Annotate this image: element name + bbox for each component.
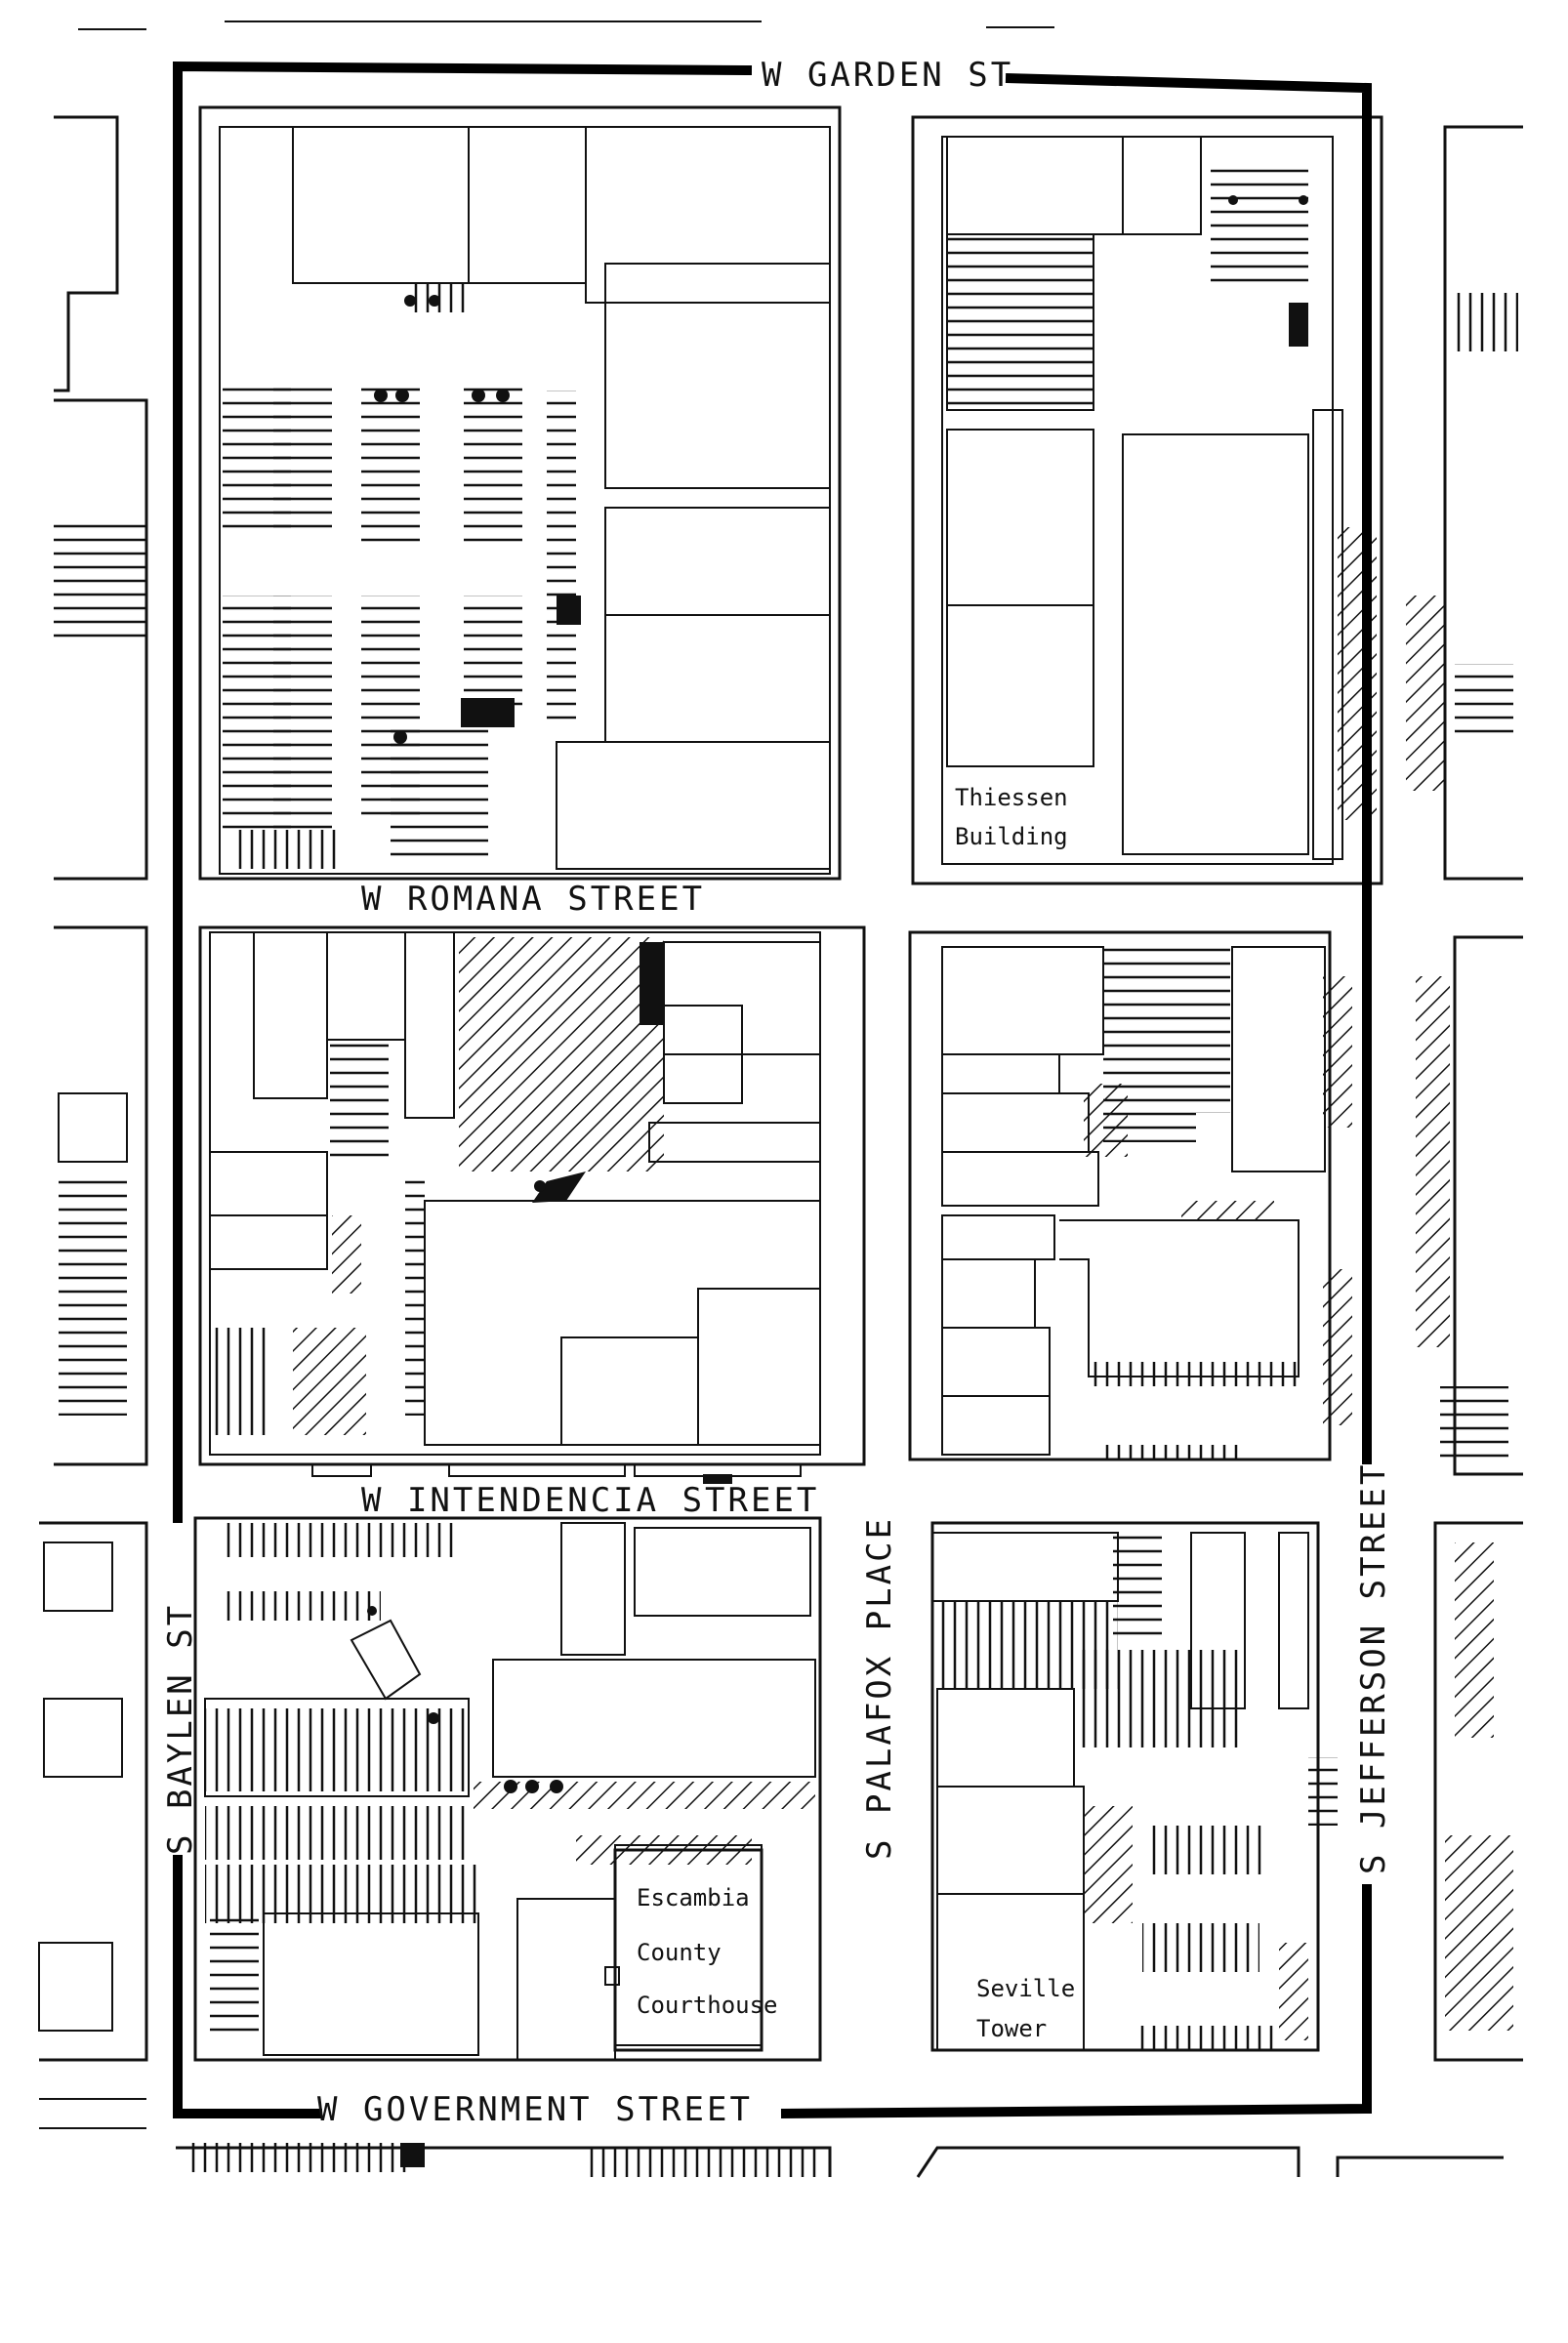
- study-area-boundary: [173, 61, 1372, 2118]
- block-nw: [198, 105, 842, 881]
- courthouse-label-line1: Escambia: [637, 1884, 750, 1911]
- seville-tower-label-line2: Tower: [976, 2015, 1047, 2042]
- thiessen-building-label-line2: Building: [955, 823, 1068, 850]
- street-label-palafox: S PALAFOX PLACE: [860, 1516, 899, 1860]
- street-label-garden: W GARDEN ST: [762, 56, 1013, 95]
- courthouse-label-line2: County: [637, 1939, 722, 1966]
- seville-tower-label-line1: Seville: [976, 1975, 1075, 2002]
- street-label-romana: W ROMANA STREET: [361, 880, 705, 919]
- south-neighbor-blocks: [39, 2098, 1504, 2178]
- east-neighbor-blocks: [1406, 125, 1523, 2062]
- thiessen-building-label-line1: Thiessen: [955, 784, 1068, 811]
- west-neighbor-blocks: [38, 115, 148, 2062]
- block-ne: Thiessen Building: [911, 115, 1383, 885]
- street-label-intendencia: W INTENDENCIA STREET: [361, 1481, 819, 1520]
- block-e-middle: [908, 930, 1352, 1461]
- courthouse-label-line3: Courthouse: [637, 1992, 778, 2019]
- street-label-jefferson: S JEFFERSON STREET: [1354, 1462, 1393, 1874]
- top-edge-fragments: [78, 21, 1054, 30]
- block-se: Seville Tower: [930, 1521, 1338, 2052]
- block-sw: Escambia County Courthouse: [193, 1516, 822, 2062]
- street-label-government: W GOVERNMENT STREET: [317, 2090, 753, 2129]
- street-label-baylen: S BAYLEN ST: [161, 1603, 200, 1855]
- block-w-middle: [198, 925, 866, 1484]
